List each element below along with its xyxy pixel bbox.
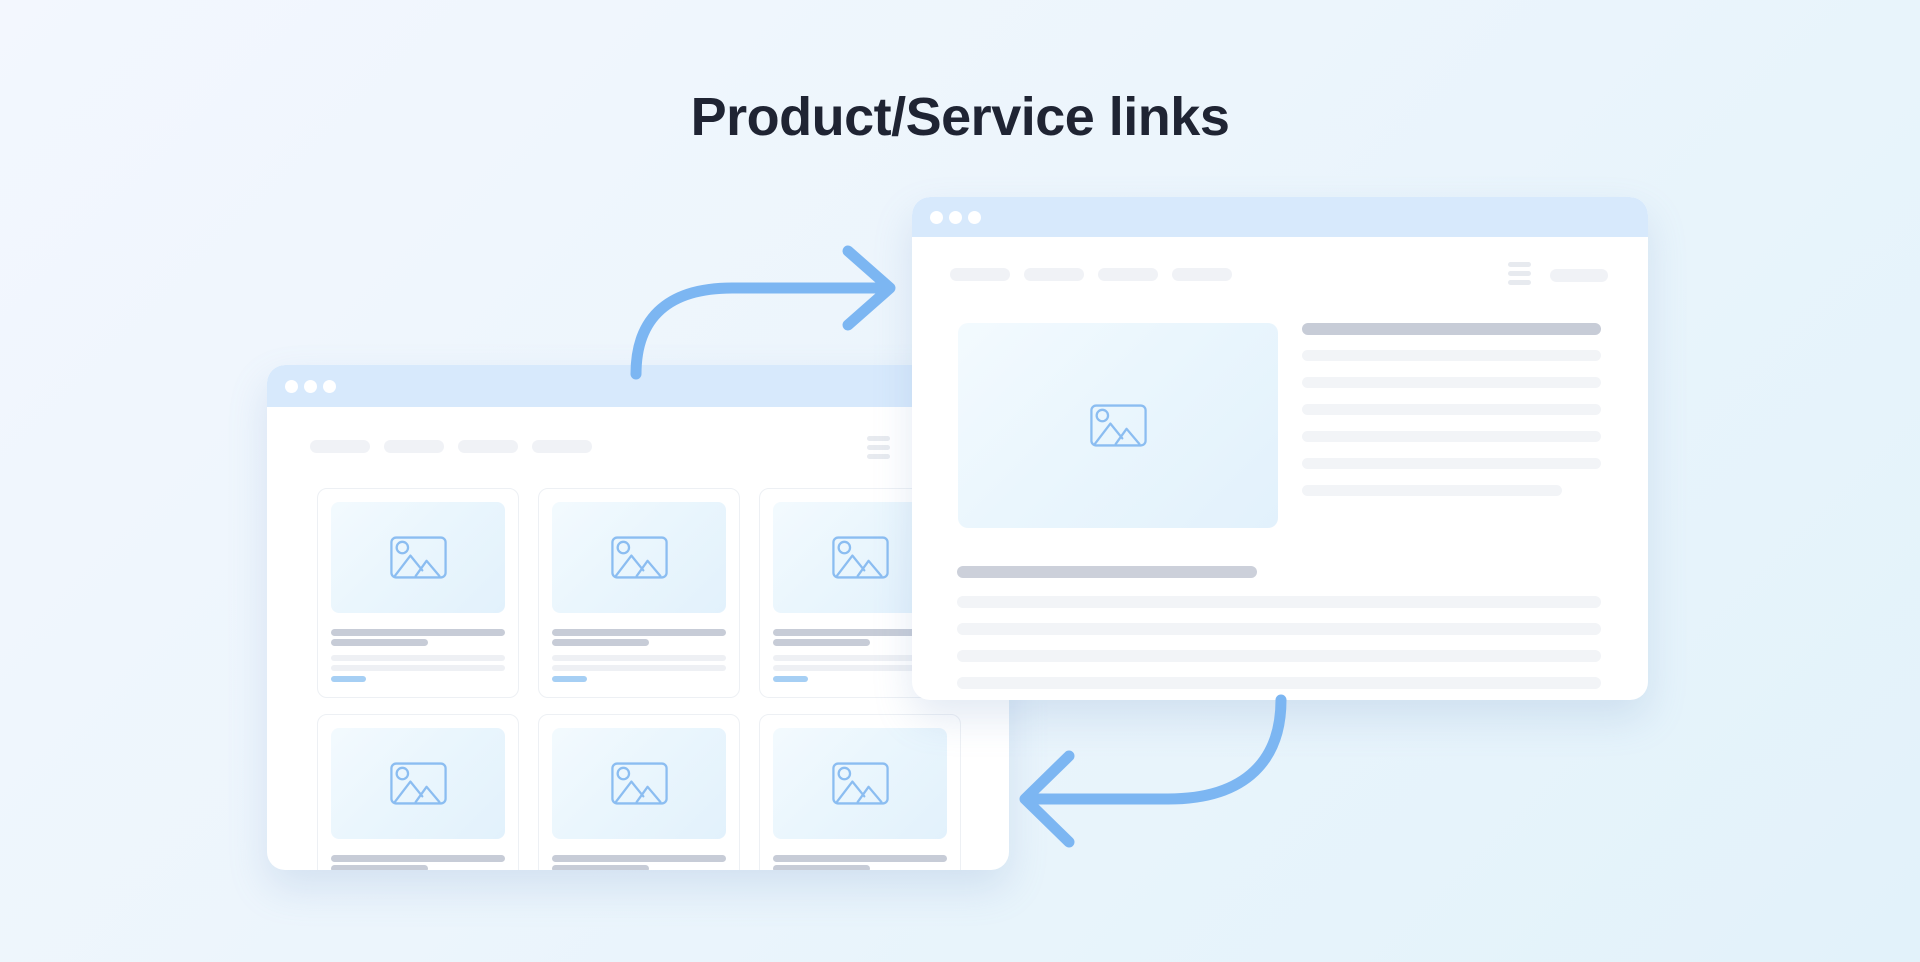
text-line-placeholder — [773, 655, 947, 661]
card-title-placeholder — [773, 639, 871, 646]
card-title-placeholder — [552, 855, 726, 862]
card-title-placeholder — [552, 865, 650, 870]
listing-titlebar — [267, 365, 1009, 407]
detail-window — [912, 197, 1648, 700]
text-line-placeholder — [773, 665, 947, 671]
card-title-placeholder — [773, 865, 871, 870]
card-image-placeholder — [331, 728, 505, 839]
text-line-placeholder — [1302, 377, 1601, 388]
traffic-light-dot[interactable] — [285, 379, 298, 393]
card-image-placeholder — [331, 502, 505, 613]
page-title: Product/Service links — [690, 87, 1230, 147]
product-card[interactable] — [317, 714, 519, 870]
card-link-placeholder[interactable] — [552, 676, 587, 682]
card-image-placeholder — [552, 502, 726, 613]
text-line-placeholder — [957, 623, 1601, 635]
text-line-placeholder — [1302, 458, 1601, 469]
menu-icon[interactable] — [867, 436, 890, 459]
image-placeholder-icon — [610, 536, 668, 579]
nav-link-placeholder[interactable] — [950, 268, 1010, 281]
product-card[interactable] — [538, 714, 740, 870]
detail-titlebar — [912, 197, 1648, 237]
listing-window — [267, 365, 1009, 870]
image-placeholder-icon — [389, 536, 447, 579]
menu-icon[interactable] — [1508, 262, 1531, 285]
menu-bar — [867, 436, 890, 441]
nav-link-placeholder[interactable] — [310, 440, 370, 453]
card-title-placeholder — [552, 629, 726, 636]
card-title-placeholder — [331, 865, 429, 870]
nav-link-placeholder[interactable] — [458, 440, 518, 453]
menu-bar — [1508, 262, 1531, 267]
nav-link-placeholder[interactable] — [532, 440, 592, 453]
card-title-placeholder — [773, 629, 947, 636]
detail-nav — [950, 268, 1232, 281]
text-line-placeholder — [957, 677, 1601, 689]
text-line-placeholder — [1302, 350, 1601, 361]
image-placeholder-icon — [831, 762, 889, 805]
card-image-placeholder — [552, 728, 726, 839]
image-placeholder-icon — [1089, 404, 1147, 447]
menu-bar — [867, 454, 890, 459]
card-title-placeholder — [773, 855, 947, 862]
spec-lines — [1302, 350, 1601, 496]
nav-link-placeholder[interactable] — [1098, 268, 1158, 281]
desc-lines — [957, 596, 1601, 689]
text-line-placeholder — [957, 596, 1601, 608]
section-heading-placeholder — [957, 566, 1257, 578]
text-line-placeholder — [1302, 431, 1601, 442]
text-line-placeholder — [331, 665, 505, 671]
product-description — [957, 566, 1601, 689]
traffic-light-dot[interactable] — [968, 210, 981, 224]
nav-link-placeholder[interactable] — [1172, 268, 1232, 281]
image-placeholder-icon — [831, 536, 889, 579]
product-summary — [1302, 323, 1601, 496]
product-card[interactable] — [317, 488, 519, 698]
nav-link-placeholder[interactable] — [1024, 268, 1084, 281]
card-link-placeholder[interactable] — [773, 676, 808, 682]
text-line-placeholder — [1302, 404, 1601, 415]
product-card[interactable] — [759, 714, 961, 870]
traffic-light-dot[interactable] — [930, 210, 943, 224]
traffic-light-dot[interactable] — [304, 379, 317, 393]
card-title-placeholder — [331, 855, 505, 862]
text-line-placeholder — [552, 665, 726, 671]
traffic-light-dot[interactable] — [323, 379, 336, 393]
text-line-placeholder — [552, 655, 726, 661]
image-placeholder-icon — [389, 762, 447, 805]
menu-bar — [1508, 280, 1531, 285]
card-title-placeholder — [331, 639, 429, 646]
text-line-placeholder — [957, 650, 1601, 662]
product-title-placeholder — [1302, 323, 1601, 335]
traffic-light-dot[interactable] — [949, 210, 962, 224]
nav-link-placeholder[interactable] — [384, 440, 444, 453]
listing-nav — [310, 440, 592, 453]
nav-link-placeholder[interactable] — [1550, 269, 1608, 282]
product-card-grid — [317, 488, 961, 870]
text-line-placeholder — [331, 655, 505, 661]
product-card[interactable] — [538, 488, 740, 698]
card-image-placeholder — [773, 728, 947, 839]
arrow-left-icon — [1019, 694, 1287, 848]
menu-bar — [1508, 271, 1531, 276]
hero-image-placeholder — [958, 323, 1278, 528]
text-line-placeholder — [1302, 485, 1563, 496]
menu-bar — [867, 445, 890, 450]
card-title-placeholder — [552, 639, 650, 646]
card-title-placeholder — [331, 629, 505, 636]
image-placeholder-icon — [610, 762, 668, 805]
arrow-right-icon — [630, 245, 896, 380]
card-link-placeholder[interactable] — [331, 676, 366, 682]
